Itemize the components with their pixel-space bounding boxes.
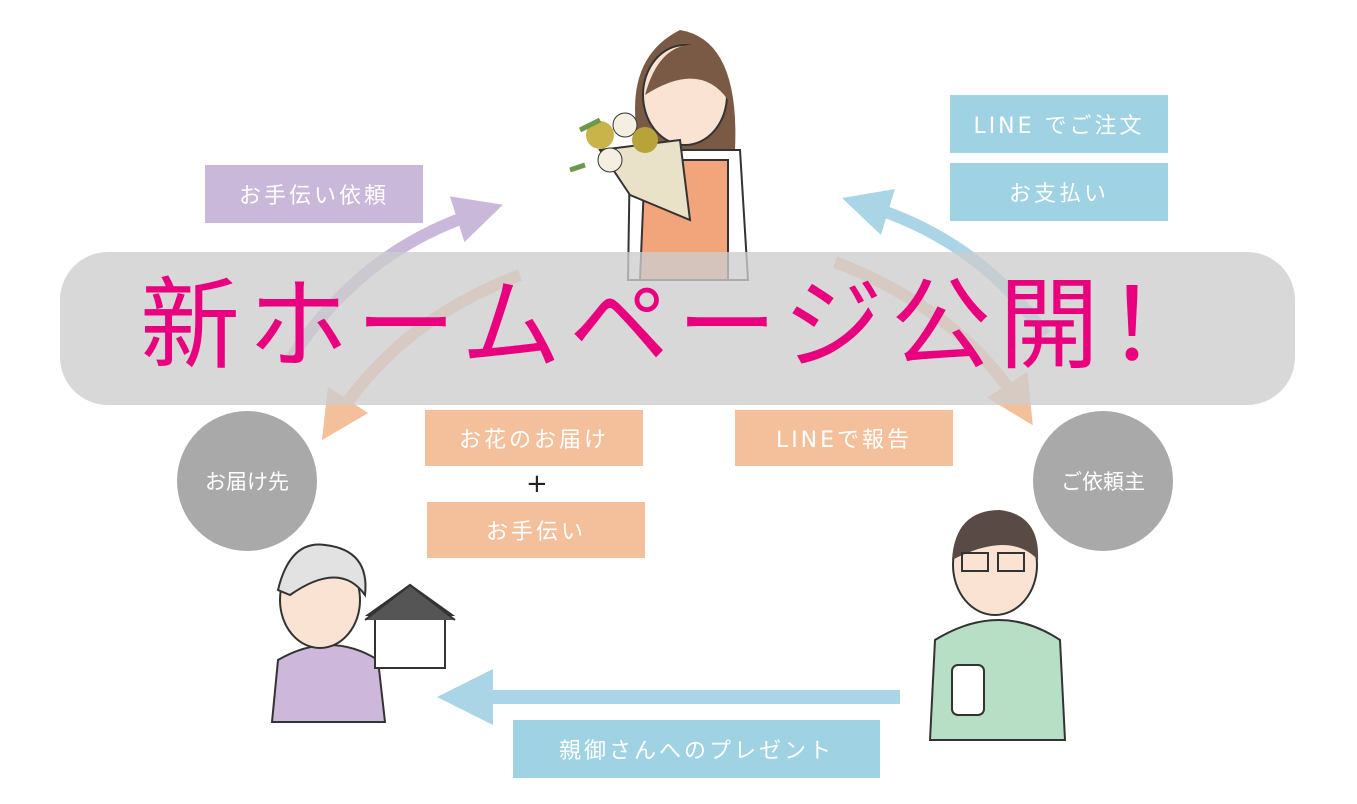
headline: 新ホームページ公開！ [140,267,1215,384]
line-report-label: LINEで報告 [735,410,953,466]
present-label: 親御さんへのプレゼント [513,720,880,778]
recipient-node: お届け先 [177,411,317,551]
florist-illustration [569,30,750,281]
man-illustration [928,510,1067,741]
headline-banner [60,252,1295,405]
elderly-woman-illustration [270,543,456,723]
help-request-label: お手伝い依頼 [205,165,423,223]
client-node: ご依頼主 [1033,411,1173,551]
flower-delivery-label: お花のお届け [425,410,643,466]
help-label: お手伝い [427,502,645,558]
plus-sign: + [526,469,548,499]
line-order-label: LINE でご注文 [950,95,1168,153]
payment-label: お支払い [950,163,1168,221]
